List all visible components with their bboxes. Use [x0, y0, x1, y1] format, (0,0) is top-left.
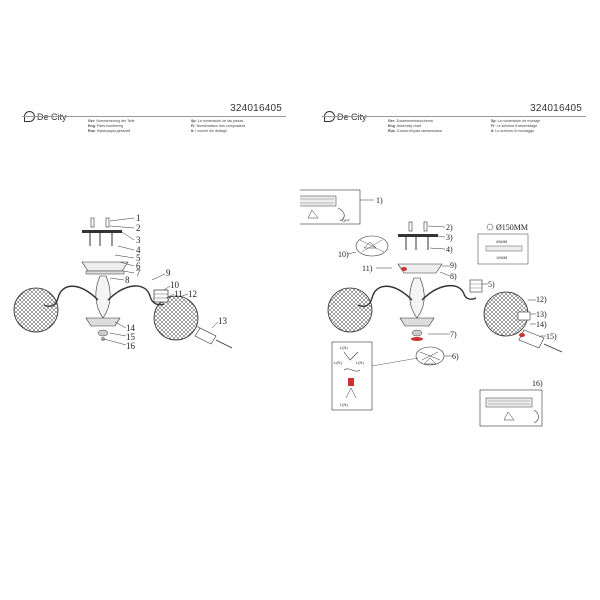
callout-label: 8 [125, 275, 130, 285]
callout-label: 14) [536, 320, 547, 329]
callout-label: 10 [170, 280, 180, 290]
wire-connector-icon [415, 346, 445, 366]
screw-icon [90, 217, 110, 228]
svg-text:L(N): L(N) [340, 402, 348, 407]
callout-label: 16 [126, 341, 136, 351]
bulb-icon [194, 325, 233, 349]
svg-text:L(N): L(N) [334, 360, 342, 365]
dimension-label: Ø150MM [496, 223, 528, 232]
callout-label: 5) [488, 280, 495, 289]
header-divider [22, 116, 286, 117]
callout-label: 1 [136, 213, 141, 223]
callout-label: 6) [452, 352, 459, 361]
callout-label: 4) [446, 245, 453, 254]
mounting-bracket-icon [398, 234, 438, 250]
legend-entry: It: I numeri dei dettagli [191, 129, 227, 134]
callout-label: 15 [126, 332, 136, 342]
svg-text:L(N): L(N) [340, 345, 348, 350]
glass-shade-icon [13, 287, 199, 341]
glass-shade-icon [327, 287, 529, 337]
terminal-block-inset: OFF [300, 189, 361, 225]
callout-label: 3) [446, 233, 453, 242]
parts-diagram: 1 2 3 4 5 6 7 8 9 10 11 12 13 14 15 16 [13, 213, 233, 351]
central-body-icon [399, 277, 435, 341]
legend-entry: Eng: Parts numbering [88, 124, 124, 129]
callout-label: 11) [362, 264, 373, 273]
callout-label: 13) [536, 310, 547, 319]
central-body-icon [85, 275, 121, 341]
language-legend: Ger: Nummerierung der Teile Sp: La numer… [88, 119, 290, 135]
bulb-icon [518, 329, 563, 353]
callout-label: 14 [126, 323, 136, 333]
dimension-inset: Ø150MM 45MM 19MM [477, 223, 529, 265]
off-label: OFF [342, 218, 351, 223]
callout-label: 10) [338, 250, 349, 259]
screw-icon [408, 221, 428, 232]
legend-entry: Ger: Zusammenbauschema [388, 119, 433, 123]
header-divider [322, 116, 586, 117]
assembly-diagram: OFF 1) 2) 3) 4) Ø150MM 45MM 19MM [300, 189, 563, 427]
callout-label: 6 [136, 261, 141, 271]
lamp-socket-icon [517, 311, 531, 321]
callout-label: 13 [218, 316, 228, 326]
mounting-bracket-icon [82, 230, 122, 246]
svg-text:L(N): L(N) [356, 360, 364, 365]
canopy-icon [397, 263, 443, 274]
wiring-detail-icon [355, 235, 389, 257]
dimension-b: 19MM [496, 255, 507, 260]
legend-entry: Fr: Le schéma d'assemblage [491, 124, 538, 129]
callout-label: 9) [450, 261, 457, 270]
terminal-strip-inset [479, 389, 543, 427]
lamp-socket-icon [153, 289, 169, 303]
callout-label: 12) [536, 295, 547, 304]
callout-label: 15) [546, 332, 557, 341]
language-legend: Ger: Zusammenbauschema Sp: La numeración… [388, 119, 590, 135]
callout-label: 5 [136, 253, 141, 263]
legend-entry: Sp: La numeración de las piezas [191, 119, 244, 123]
legend-entry: Rus: Схема сборки светильника [388, 129, 442, 134]
canopy-icon [81, 261, 129, 275]
callout-label: 7) [450, 330, 457, 339]
callout-label: 2 [136, 223, 141, 233]
callout-label: 1) [376, 196, 383, 205]
legend-entry: Rus: Нумерация деталей [88, 129, 131, 134]
legend-entry: Ger: Nummerierung der Teile [88, 119, 135, 123]
wiring-legend-box: L(N) L(N) L(N) L(N) [331, 341, 373, 411]
legend-entry: Eng: Assembly chart [388, 124, 422, 129]
callout-label: 3 [136, 235, 141, 245]
callout-label: 16) [532, 379, 543, 388]
legend-entry: Sp: La numeración de montaje [491, 119, 541, 123]
callout-label: 11 [174, 289, 183, 299]
product-code: 324016405 [230, 103, 282, 114]
legend-entry: It: Lo schema di montaggio [491, 129, 535, 134]
legend-entry: Fr: Numérotation des composants [191, 124, 246, 129]
callout-label: 8) [450, 272, 457, 281]
product-code: 324016405 [530, 103, 582, 114]
callout-label: 12 [188, 289, 197, 299]
callout-label: 9 [166, 268, 171, 278]
right-panel-assembly-chart: De City 324016405 Ger: Zusammenbauschema… [300, 0, 600, 600]
callout-label: 4 [136, 245, 141, 255]
left-panel-parts-numbering: De City 324016405 Ger: Nummerierung der … [13, 103, 290, 351]
dimension-a: 45MM [496, 239, 507, 244]
callout-label: 2) [446, 223, 453, 232]
callout-label: 7 [136, 268, 141, 278]
lamp-socket-icon [469, 279, 483, 293]
